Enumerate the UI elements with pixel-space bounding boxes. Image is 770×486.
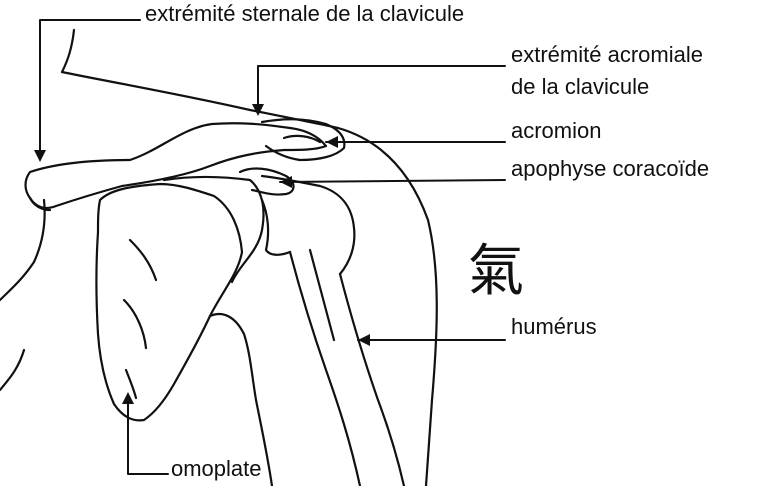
leader-coracoid xyxy=(279,179,506,183)
qi-glyph: 氣 xyxy=(468,239,524,304)
shoulder-top-outline xyxy=(60,70,340,130)
arrow-coracoid xyxy=(280,176,292,188)
humerus-shaft-right xyxy=(338,272,406,486)
arrow-omoplate xyxy=(122,392,134,404)
arrow-humerus xyxy=(358,334,370,346)
arrow-acromial xyxy=(252,104,264,116)
label-acromial-end-line1: extrémité acromiale xyxy=(511,42,703,67)
scapula-spine xyxy=(162,175,265,284)
acromion xyxy=(260,118,346,162)
leader-acromial xyxy=(257,65,506,113)
label-sternal-end: extrémité sternale de la clavicule xyxy=(145,1,465,26)
humerus-inner xyxy=(308,248,336,342)
label-coracoid: apophyse coracoïde xyxy=(511,156,710,181)
deltoid-outline xyxy=(336,126,438,486)
coracoid xyxy=(238,167,295,196)
leader-omoplate xyxy=(127,397,169,475)
humerus-shaft-left xyxy=(288,250,362,486)
scapula-inner-1 xyxy=(128,238,158,282)
scapula-body xyxy=(95,182,244,422)
left-chest-outline xyxy=(0,348,26,392)
clavicle-end-detail xyxy=(28,196,52,212)
arrow-sternal xyxy=(34,150,46,162)
label-scapula: omoplate xyxy=(171,456,262,481)
left-body-outline xyxy=(0,198,46,302)
clavicle xyxy=(24,122,328,209)
scapula-inner-2 xyxy=(122,298,148,350)
leader-sternal xyxy=(39,19,141,159)
arrow-acromion xyxy=(326,136,338,148)
humeral-head xyxy=(260,174,356,276)
armpit-curve xyxy=(208,312,274,486)
glenoid xyxy=(260,198,292,256)
scapula-inner-3 xyxy=(124,368,138,400)
label-humerus: humérus xyxy=(511,314,597,339)
acromion-inner xyxy=(282,134,322,144)
neck-outline xyxy=(60,28,76,74)
label-acromion: acromion xyxy=(511,118,602,143)
label-acromial-end-line2: de la clavicule xyxy=(511,74,650,99)
